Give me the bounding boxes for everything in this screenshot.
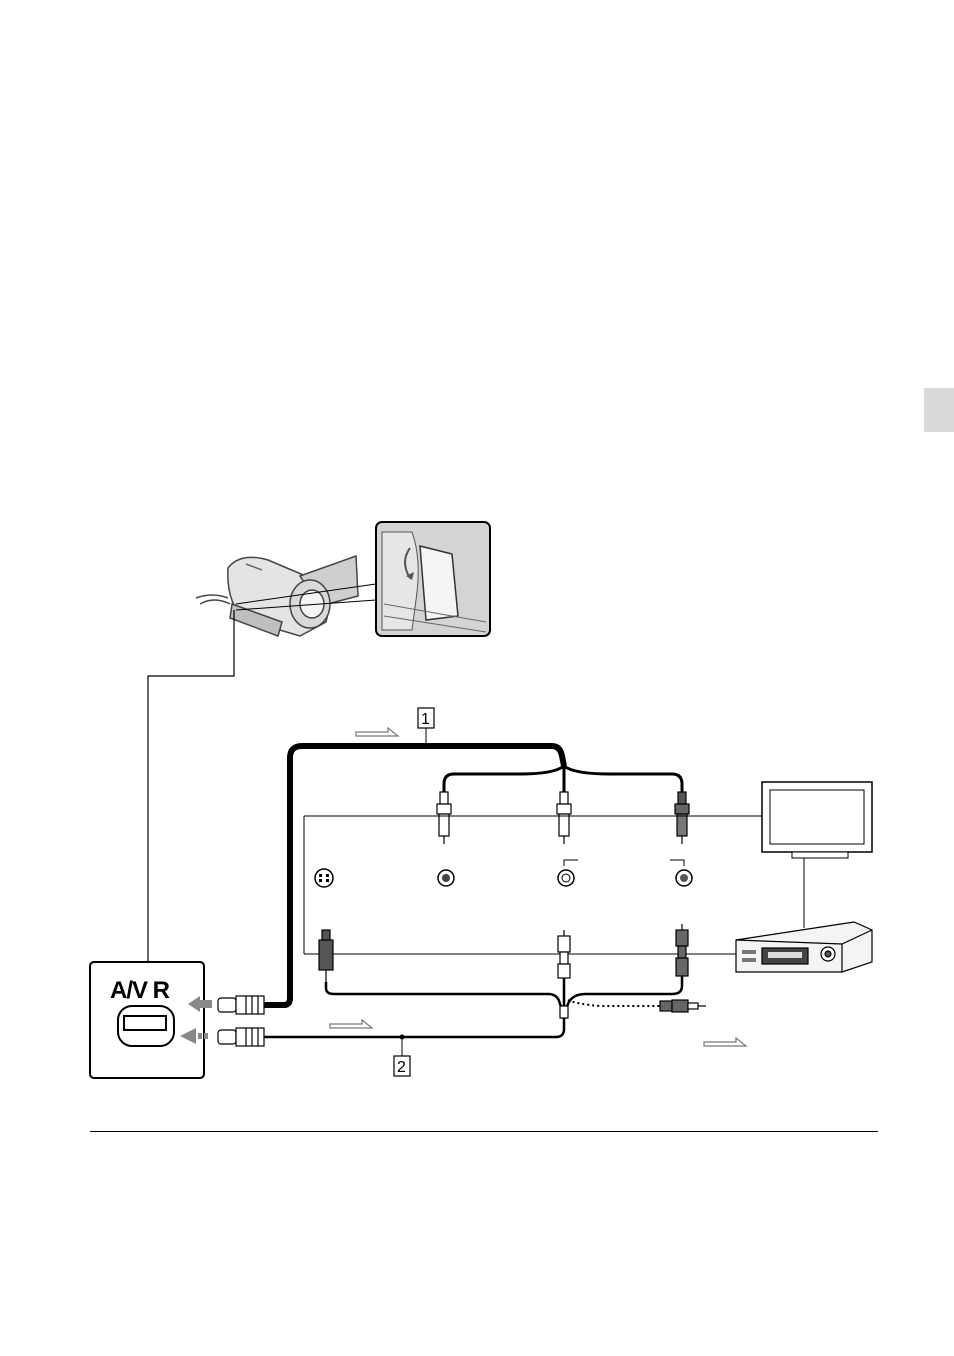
rca-jack-audio-right-icon — [670, 860, 692, 886]
signal-flow-arrow-3-icon — [704, 1038, 746, 1046]
rca-jack-icon — [438, 870, 454, 886]
jack-cover-inset — [376, 522, 490, 636]
camcorder-icon — [196, 556, 358, 636]
s-video-jack-icon — [315, 869, 333, 887]
svg-text:1: 1 — [421, 711, 430, 728]
rca-plug-yellow — [437, 792, 451, 844]
rca-plug-red-bottom — [676, 924, 688, 976]
cable-2 — [264, 1018, 564, 1037]
signal-flow-arrow-2-icon — [330, 1020, 372, 1028]
signal-flow-arrow-icon — [356, 728, 398, 736]
cable-1 — [264, 746, 564, 1005]
rca-plug-red — [675, 792, 689, 844]
rca-jack-audio-left-icon — [558, 860, 578, 886]
cable-1-plug — [218, 996, 264, 1014]
callout-2: 2 — [394, 1035, 410, 1077]
cable-2-plug — [218, 1028, 264, 1046]
unused-cable — [568, 1000, 660, 1006]
av-jack-panel: A/V R — [90, 962, 204, 1078]
rca-plug-white — [557, 792, 571, 844]
rca-plug-white-bottom — [558, 930, 570, 978]
tv-icon — [762, 782, 872, 858]
svg-text:2: 2 — [397, 1059, 406, 1076]
rca-plug-unused — [660, 1000, 706, 1012]
s-video-plug — [319, 930, 333, 982]
av-jack-label: A/V R — [110, 977, 170, 1004]
vcr-icon — [736, 922, 872, 972]
input-panel — [304, 816, 762, 954]
footer-divider — [90, 1131, 878, 1132]
callout-1: 1 — [418, 708, 434, 749]
